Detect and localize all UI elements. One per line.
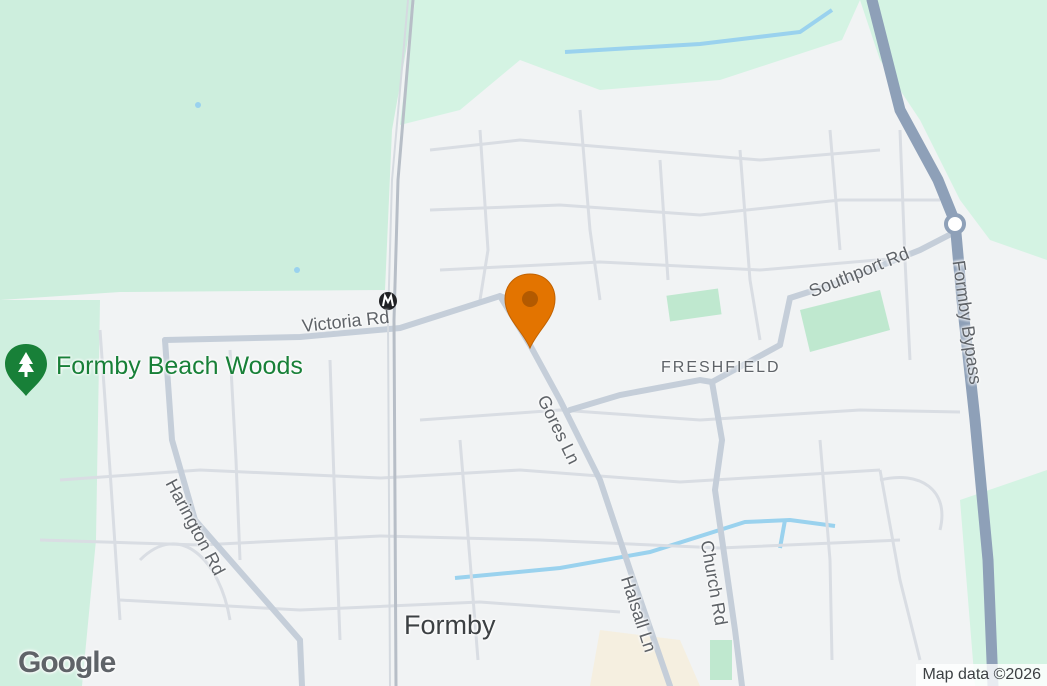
freshfield-link-line [709, 342, 783, 385]
sports-field [800, 290, 890, 352]
woodland-area [0, 0, 415, 300]
location-pin-icon[interactable] [504, 273, 556, 350]
streams [454, 8, 836, 580]
google-logo[interactable]: Google [18, 646, 116, 679]
train-station-icon[interactable] [379, 292, 397, 310]
town-centre-area [590, 630, 700, 686]
map-attribution[interactable]: Map data ©2026 [916, 664, 1047, 686]
church-rd-line [709, 379, 745, 686]
link-road-line [567, 376, 715, 413]
rail-line [392, 0, 415, 686]
rail-line-edge [386, 0, 409, 686]
formby-bypass-line [866, 0, 999, 686]
town-label: Formby [404, 610, 496, 640]
area-label: FRESHFIELD [661, 359, 781, 376]
minor-streets [39, 109, 961, 661]
beach-woods-area [0, 300, 100, 686]
harington-rd-line [162, 337, 305, 686]
southport-rd-line [777, 229, 958, 348]
small-park [710, 640, 732, 680]
southeast-green-area [960, 470, 1047, 686]
playing-field [666, 288, 722, 322]
tree-icon[interactable] [5, 344, 47, 396]
north-green-area [400, 0, 860, 125]
roundabout [944, 213, 966, 235]
east-green-area [860, 0, 1047, 260]
poi-label[interactable]: Formby Beach Woods [56, 352, 303, 380]
